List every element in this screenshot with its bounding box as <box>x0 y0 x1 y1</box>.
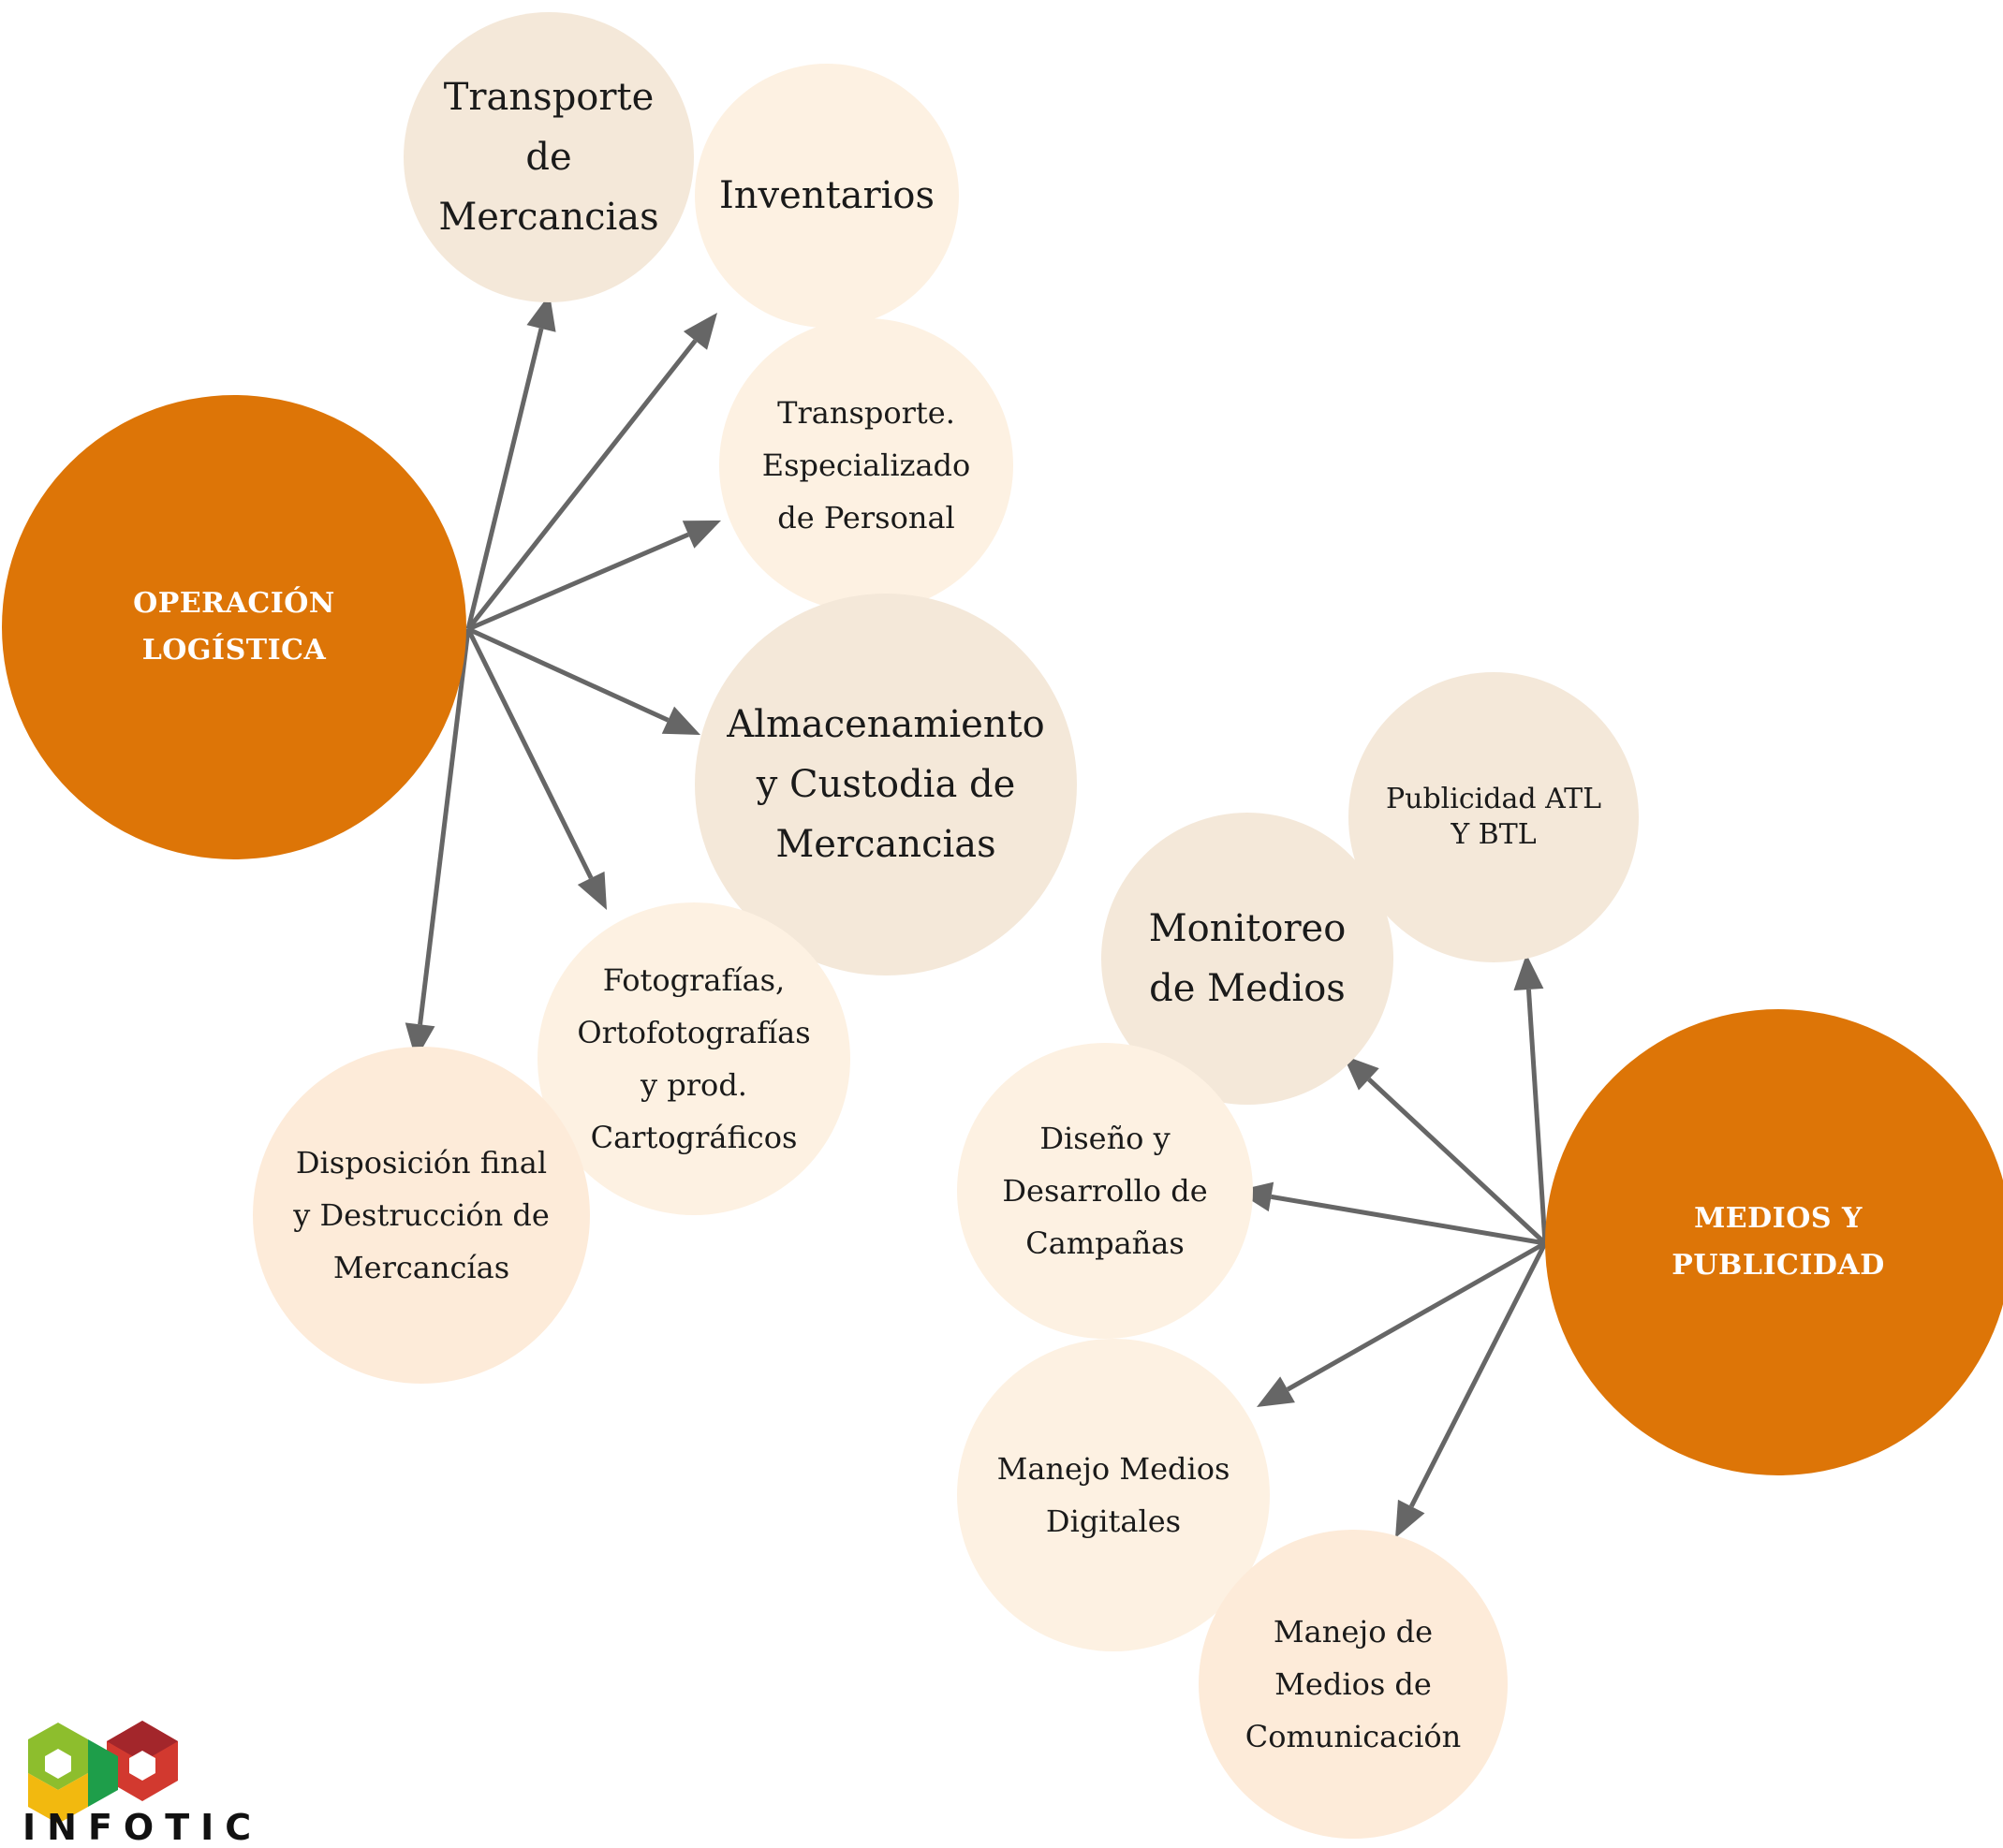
arrow-to-disposicion-head <box>405 1022 435 1060</box>
hub-medios-publicidad: MEDIOS Y PUBLICIDAD <box>1545 1009 2003 1475</box>
node-transporte-personal: Transporte. Especializado de Personal <box>719 318 1013 612</box>
arrow-to-inventarios <box>466 313 717 631</box>
arrow-to-manejo-digitales-head <box>1257 1376 1295 1407</box>
arrow-to-diseno-line <box>1271 1194 1546 1246</box>
arrow-to-transporte-mercancias-head <box>526 294 556 332</box>
arrow-to-manejo-comunicacion <box>1395 1241 1548 1538</box>
node-inventarios: Inventarios <box>695 64 959 328</box>
arrow-to-fotografias-line <box>465 627 594 880</box>
node-monitoreo: Monitoreo de Medios <box>1101 813 1393 1105</box>
arrow-to-disposicion-line <box>418 628 471 1025</box>
arrow-to-publicidad <box>1513 954 1548 1244</box>
node-manejo-comunicacion: Manejo de Medios de Comunicación <box>1199 1530 1508 1839</box>
arrow-to-transporte-personal-line <box>467 532 690 632</box>
arrow-to-almacenamiento-head <box>661 706 700 735</box>
arrow-to-publicidad-head <box>1513 954 1544 990</box>
arrow-to-inventarios-line <box>466 339 698 631</box>
hexagon-cube-logo-icon <box>28 1721 178 1824</box>
arrow-to-disposicion <box>405 628 471 1060</box>
hub-operacion-logistica: OPERACIÓN LOGÍSTICA <box>2 395 466 859</box>
arrow-to-transporte-personal-head <box>682 521 721 549</box>
node-manejo-digitales: Manejo Medios Digitales <box>957 1339 1270 1651</box>
arrow-to-monitoreo-line <box>1367 1078 1547 1245</box>
arrow-to-transporte-mercancias-line <box>465 328 544 630</box>
arrow-to-fotografias <box>465 627 607 910</box>
logo-text: INFOTIC <box>22 1807 263 1848</box>
arrow-to-manejo-comunicacion-head <box>1395 1499 1425 1538</box>
node-publicidad: Publicidad ATL Y BTL <box>1348 672 1639 962</box>
arrow-to-monitoreo <box>1343 1055 1547 1245</box>
arrow-to-inventarios-head <box>683 313 717 350</box>
arrow-to-almacenamiento-line <box>466 626 670 723</box>
arrow-to-transporte-mercancias <box>465 294 556 630</box>
node-almacenamiento: Almacenamiento y Custodia de Mercancias <box>695 594 1077 975</box>
node-diseno: Diseño y Desarrollo de Campañas <box>957 1043 1253 1339</box>
node-fotografias: Fotografías, Ortofotografías y prod. Car… <box>538 902 850 1215</box>
arrow-to-diseno <box>1236 1181 1546 1246</box>
node-disposicion: Disposición final y Destrucción de Merca… <box>253 1047 590 1384</box>
arrow-to-transporte-personal <box>467 521 721 632</box>
arrow-to-manejo-digitales <box>1257 1240 1547 1407</box>
arrow-to-manejo-digitales-line <box>1286 1240 1547 1392</box>
arrow-to-fotografias-head <box>577 871 607 910</box>
arrow-to-monitoreo-head <box>1343 1055 1379 1091</box>
arrow-to-publicidad-line <box>1525 989 1548 1244</box>
arrow-to-manejo-comunicacion-line <box>1408 1241 1548 1508</box>
arrow-to-almacenamiento <box>466 626 700 735</box>
node-transporte-mercancias: Transporte de Mercancias <box>404 12 694 302</box>
